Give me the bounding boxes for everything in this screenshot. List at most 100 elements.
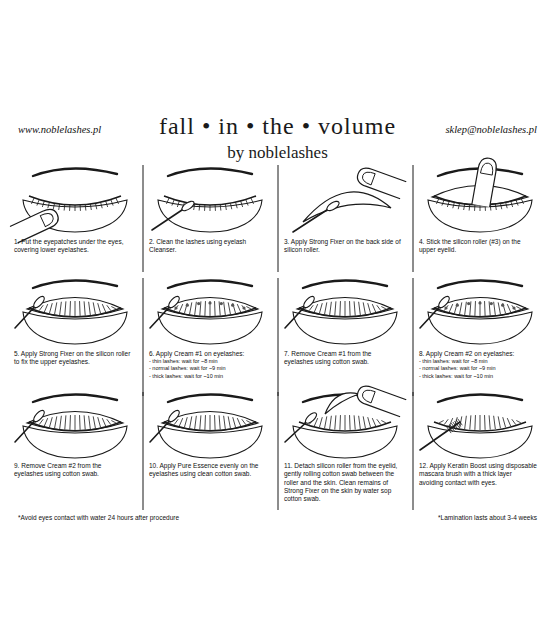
eyelash xyxy=(503,417,506,427)
cream-dot xyxy=(231,304,234,307)
cream-dot xyxy=(490,302,493,305)
eyelash xyxy=(190,302,192,314)
wait-time-note: - thick lashes: wait for ~10 min xyxy=(419,373,537,380)
eyelash xyxy=(439,421,444,423)
eyelash xyxy=(60,416,62,429)
eyelash xyxy=(224,302,226,315)
eyelash xyxy=(516,200,518,206)
text-slot: 4. Stick the silicon roller (#3) on the … xyxy=(419,238,537,255)
eyelash xyxy=(65,415,66,429)
wait-time-note: - thin lashes: wait for ~8 min xyxy=(149,358,267,365)
eyelash xyxy=(494,416,496,429)
eyelash xyxy=(251,198,254,204)
step-caption: 10. Apply Pure Essence evenly on the eye… xyxy=(149,462,267,479)
eyelash xyxy=(102,418,105,426)
mascara-bristle xyxy=(453,422,458,429)
step-caption: 9. Remove Cream #2 from the eyelashes us… xyxy=(14,462,132,479)
eyebrow xyxy=(168,168,252,176)
mascara-bristle xyxy=(458,419,463,426)
eyelash xyxy=(354,301,355,315)
eyelash xyxy=(237,304,240,312)
eyelash xyxy=(111,421,116,423)
eyelash xyxy=(60,302,62,315)
cotton-swab-tip xyxy=(167,295,181,310)
eyelash xyxy=(93,302,95,314)
text-slot: 8. Apply Cream #2 on eyelashes:- thin la… xyxy=(419,350,537,380)
eyelash xyxy=(44,418,47,426)
eyelash xyxy=(345,301,346,316)
eyelash xyxy=(210,415,211,430)
step-illustration xyxy=(150,280,262,344)
eyelash xyxy=(330,302,332,315)
cream-dot xyxy=(467,302,470,305)
eyelash xyxy=(65,301,66,315)
step-caption: 8. Apply Cream #2 on eyelashes: xyxy=(419,350,537,358)
eyelash xyxy=(349,415,351,430)
eyelash xyxy=(195,302,197,315)
step-caption: 6. Apply Cream #1 on eyelashes: xyxy=(149,350,267,358)
eyelash xyxy=(381,307,386,309)
eyelash xyxy=(354,415,355,429)
cream-dot xyxy=(512,306,515,309)
eyelash xyxy=(498,302,500,314)
cream-dot xyxy=(444,306,447,309)
panel-divider xyxy=(143,392,144,510)
cotton-swab-tip xyxy=(437,295,451,310)
eyelash xyxy=(500,203,501,209)
cotton-swab-tip xyxy=(180,199,195,212)
eyebrow xyxy=(438,394,522,402)
mascara-bristle xyxy=(450,424,455,431)
eyelash xyxy=(85,205,87,211)
eyelash xyxy=(470,415,471,429)
eyelash xyxy=(242,305,246,310)
step-illustration xyxy=(15,280,127,344)
eyelash xyxy=(363,302,365,314)
wait-time-note: - normal lashes: wait for ~9 min xyxy=(149,365,267,372)
finger xyxy=(10,206,61,243)
text-slot: 3. Apply Strong Fixer on the back side o… xyxy=(284,238,402,255)
eyelash xyxy=(204,205,205,211)
eyelash xyxy=(90,204,91,210)
eyelash xyxy=(233,417,236,427)
finger-nail xyxy=(480,162,494,175)
text-slot: 9. Remove Cream #2 from the eyelashes us… xyxy=(14,462,132,479)
eyelash xyxy=(464,204,465,210)
step-illustration xyxy=(428,157,532,232)
step-illustration xyxy=(15,394,127,458)
eyelash xyxy=(368,417,371,427)
eyelash xyxy=(236,202,238,208)
eyelash xyxy=(172,200,174,206)
eyelash xyxy=(368,303,371,313)
step-caption: 4. Stick the silicon roller (#3) on the … xyxy=(419,238,537,255)
footnote: *Lamination lasts about 3-4 weeks xyxy=(327,514,537,521)
eyelash xyxy=(359,416,361,429)
eyelash xyxy=(242,419,246,424)
panel-divider xyxy=(278,278,279,396)
eyelash xyxy=(330,416,332,429)
eyelash xyxy=(363,416,365,428)
eyelash xyxy=(241,201,243,207)
eyelash xyxy=(480,415,481,430)
cream-dot xyxy=(186,304,189,307)
eyelash xyxy=(453,202,455,208)
text-slot: 2. Clean the lashes using eyelash Cleans… xyxy=(149,238,267,255)
eyelash xyxy=(111,200,113,206)
eyelash xyxy=(436,198,439,204)
eyelash xyxy=(506,202,508,208)
eyelash xyxy=(101,202,103,208)
eyelid xyxy=(164,308,256,317)
cream-dot xyxy=(242,306,245,309)
eyebrow xyxy=(168,280,252,288)
eyelash xyxy=(474,301,476,316)
eyelash xyxy=(204,301,206,316)
eyelash xyxy=(79,415,81,430)
eyelash xyxy=(516,307,521,309)
mascara-bristle xyxy=(451,423,456,430)
eyelash xyxy=(447,201,449,207)
cream-dot xyxy=(197,302,200,305)
step-caption: 2. Clean the lashes using eyelash Cleans… xyxy=(149,238,267,255)
text-slot: 12. Apply Keratin Boost using disposable… xyxy=(419,462,537,487)
eyelash xyxy=(75,205,76,211)
eyelid xyxy=(164,196,256,205)
